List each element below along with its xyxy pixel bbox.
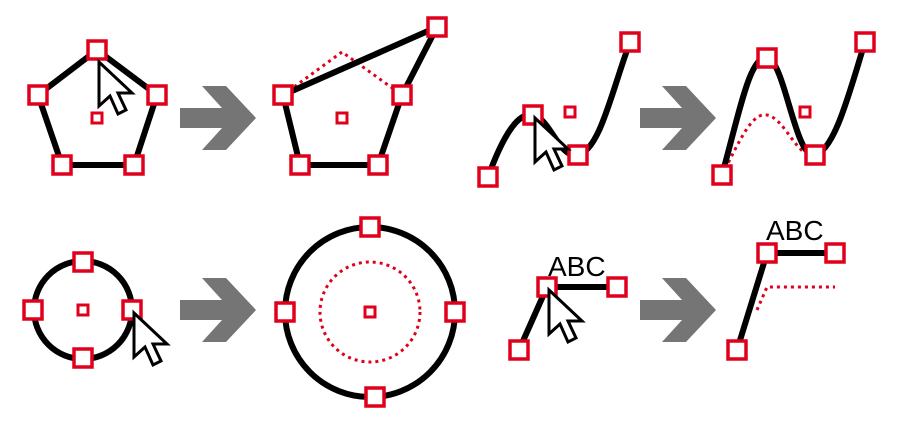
point-handle[interactable] (726, 339, 748, 361)
text-callout-before: ABC (508, 251, 628, 361)
center-handle[interactable] (363, 305, 377, 319)
curve-before (477, 31, 641, 188)
vertex-handle[interactable] (289, 154, 311, 176)
pentagon-before (27, 39, 168, 176)
radius-handle[interactable] (444, 301, 466, 323)
point-handle[interactable] (756, 47, 778, 69)
text-callout-after: ABC (726, 215, 846, 361)
point-handle[interactable] (756, 242, 778, 264)
center-handle[interactable] (798, 105, 812, 119)
radius-handle[interactable] (72, 251, 94, 273)
vertex-handle[interactable] (27, 84, 49, 106)
vertex-handle[interactable] (426, 16, 448, 38)
center-handle[interactable] (76, 303, 90, 317)
arrow-right-icon (180, 86, 256, 150)
radius-handle[interactable] (22, 299, 44, 321)
mouse-cursor-icon (132, 311, 169, 367)
point-handle[interactable] (477, 166, 499, 188)
arrow-right-icon (640, 86, 716, 150)
point-handle[interactable] (711, 164, 733, 186)
vertex-handle[interactable] (272, 84, 294, 106)
center-handle[interactable] (563, 105, 577, 119)
circle-after (274, 216, 466, 408)
radius-handle[interactable] (72, 347, 94, 369)
center-handle[interactable] (90, 111, 104, 125)
arrow-right-icon (640, 278, 716, 342)
point-handle[interactable] (824, 242, 846, 264)
vertex-handle[interactable] (51, 154, 73, 176)
center-handle[interactable] (335, 111, 349, 125)
mouse-cursor-icon (533, 116, 570, 172)
point-handle[interactable] (606, 276, 628, 298)
point-handle[interactable] (508, 339, 530, 361)
vertex-handle[interactable] (391, 84, 413, 106)
curve-after (711, 31, 876, 186)
radius-handle[interactable] (359, 216, 381, 238)
circle-before (22, 251, 169, 369)
point-handle[interactable] (854, 31, 876, 53)
point-handle[interactable] (567, 144, 589, 166)
point-handle[interactable] (619, 31, 641, 53)
arrow-right-icon (180, 278, 256, 342)
vertex-handle[interactable] (146, 84, 168, 106)
mouse-cursor-icon (547, 288, 584, 344)
vertex-handle[interactable] (367, 154, 389, 176)
pentagon-after (272, 16, 448, 176)
radius-handle[interactable] (274, 301, 296, 323)
vertex-handle[interactable] (86, 39, 108, 61)
callout-text: ABC (766, 215, 824, 246)
vertex-handle[interactable] (123, 154, 145, 176)
radius-handle[interactable] (364, 386, 386, 408)
point-handle[interactable] (804, 144, 826, 166)
